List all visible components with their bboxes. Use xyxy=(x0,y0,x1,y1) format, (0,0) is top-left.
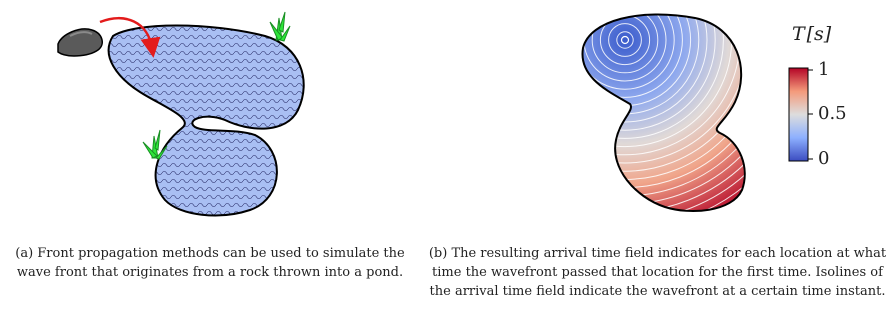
isoline xyxy=(582,14,745,172)
grass-icon xyxy=(142,129,168,160)
isoline xyxy=(608,23,642,57)
caption-b: (b) The resulting arrival time field ind… xyxy=(428,246,887,299)
arrow-icon xyxy=(99,17,161,58)
rock-icon xyxy=(57,28,103,57)
isoline xyxy=(582,14,716,131)
isoline xyxy=(582,14,745,164)
pond xyxy=(107,24,305,217)
source-point xyxy=(620,35,630,45)
panel-b: T [s] 1 0.5 0 (b) The resulting arrival … xyxy=(420,0,895,330)
legend-title: T [s] xyxy=(792,24,831,44)
colorbar-tick-1: 1 xyxy=(818,59,830,80)
colorbar-tick-0: 0 xyxy=(818,148,830,169)
arrival-time-field xyxy=(581,13,813,213)
arrival-time-region xyxy=(581,13,746,213)
pond-illustration xyxy=(57,11,305,217)
grass-icon xyxy=(269,11,291,42)
colorbar-tick-0-5: 0.5 xyxy=(818,103,847,124)
legend-unit: [s] xyxy=(806,23,832,45)
colorbar xyxy=(788,67,809,162)
isoline xyxy=(582,14,675,90)
isoline xyxy=(582,14,683,98)
caption-a: (a) Front propagation methods can be use… xyxy=(15,246,405,280)
legend-symbol: T xyxy=(792,23,805,45)
isoline xyxy=(616,31,634,49)
isoline xyxy=(582,14,708,123)
isoline xyxy=(582,14,724,139)
isoline xyxy=(591,14,659,74)
panel-a: (a) Front propagation methods can be use… xyxy=(0,0,420,330)
